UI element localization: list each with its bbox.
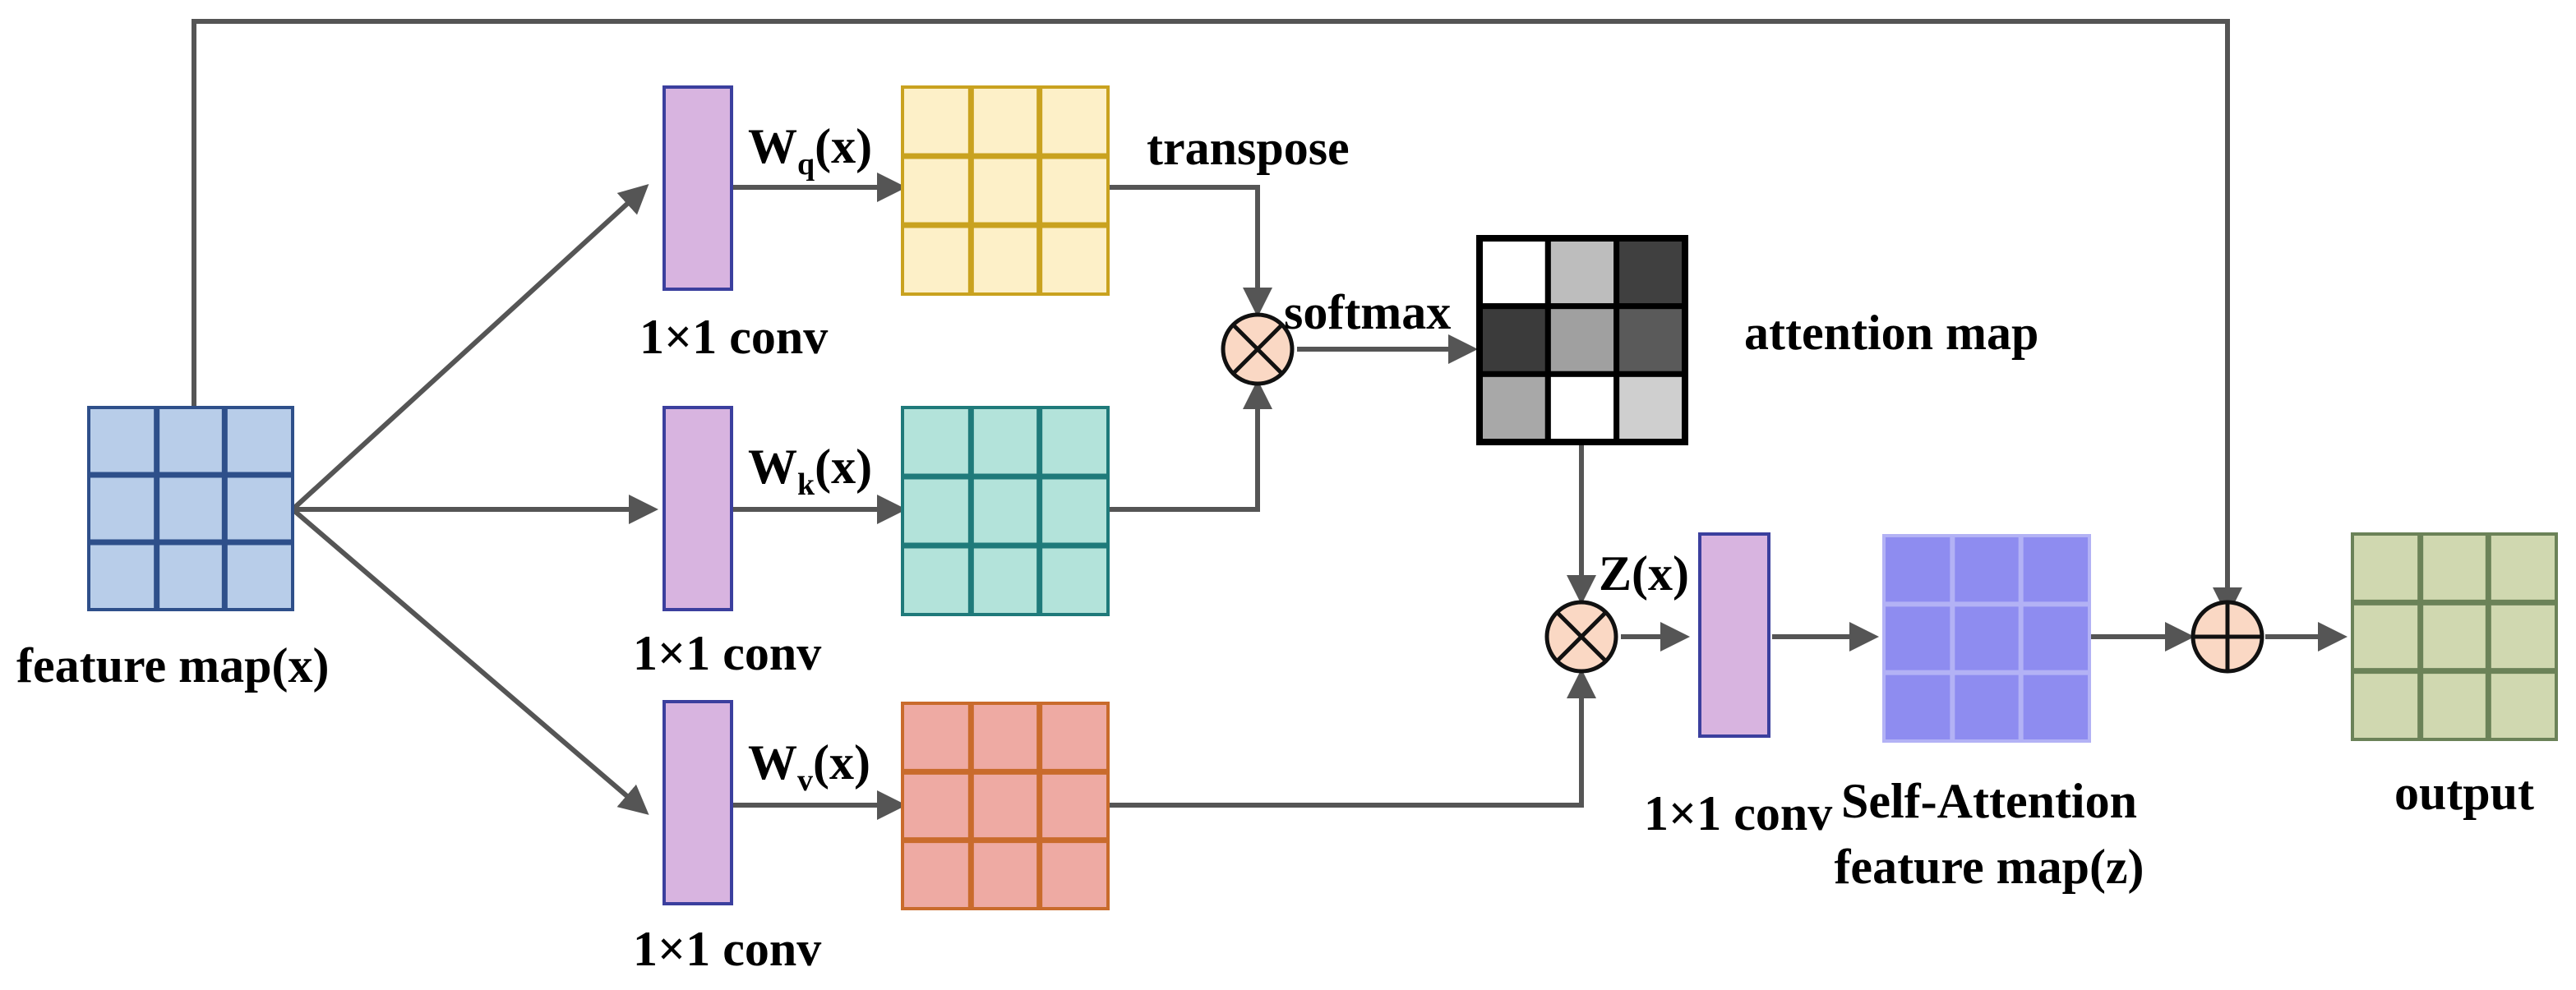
conv-q-label: 1×1 conv (639, 310, 828, 364)
weight-q-label: Wq(x) (748, 119, 872, 182)
skip-connection-arrow (192, 19, 2242, 617)
input-label: feature map(x) (16, 638, 329, 693)
query-grid (901, 85, 1110, 296)
conv-bar-z (1698, 532, 1770, 738)
output-label: output (2394, 766, 2534, 820)
value-grid (901, 702, 1110, 910)
input-to-value-conv-arrow (291, 507, 649, 815)
conv-v-label: 1×1 conv (633, 922, 821, 976)
connectors (192, 19, 2347, 820)
transpose-label: transpose (1147, 121, 1350, 175)
key-grid (901, 406, 1110, 616)
self-attention-label-line2: feature map(z) (1834, 840, 2144, 894)
multiply-operator-output (1544, 600, 1618, 674)
value-to-multiply-arrow (1110, 669, 1596, 808)
output-grid-frame (2351, 532, 2558, 741)
conv-bar-query (662, 85, 733, 291)
query-grid-frame (901, 85, 1110, 296)
softmax-label: softmax (1284, 285, 1451, 339)
attention-map-label: attention map (1744, 306, 2038, 360)
z-label: Z(x) (1599, 546, 1689, 601)
conv-bar-value (662, 700, 733, 905)
input-to-query-conv-arrow (290, 183, 649, 512)
conv-z-label: 1×1 conv (1644, 786, 1832, 840)
conv-k-label: 1×1 conv (633, 626, 821, 680)
attention-map-cell (1613, 303, 1688, 377)
add-operator (2191, 600, 2264, 674)
output-grid (2351, 532, 2558, 741)
self-attention-feature-map-grid (1882, 534, 2091, 743)
query-to-multiply-arrow (1110, 185, 1272, 317)
attention-map-frame (1476, 235, 1688, 445)
attention-map-grid (1476, 235, 1688, 445)
attention-map-cell (1544, 303, 1620, 377)
multiply-operator-attention (1221, 312, 1295, 386)
weight-k-label: Wk(x) (748, 440, 872, 502)
value-grid-frame (901, 702, 1110, 910)
key-to-multiply-arrow (1110, 380, 1272, 512)
attention-map-cell (1476, 371, 1551, 445)
weight-v-label: Wv(x) (748, 735, 870, 798)
attention-map-cell (1544, 235, 1620, 310)
attention-map-cell (1613, 371, 1688, 445)
input-feature-map-grid-frame (87, 406, 294, 611)
attention-map-cell (1544, 371, 1620, 445)
input-feature-map-grid (87, 406, 294, 611)
attention-map-cell (1476, 235, 1551, 310)
self-attention-feature-map-grid-frame (1882, 534, 2091, 743)
self-attention-label-line1: Self-Attention (1841, 774, 2137, 828)
key-grid-frame (901, 406, 1110, 616)
attention-map-cell (1613, 235, 1688, 310)
conv-bar-key (662, 406, 733, 611)
attention-map-cell (1476, 303, 1551, 377)
